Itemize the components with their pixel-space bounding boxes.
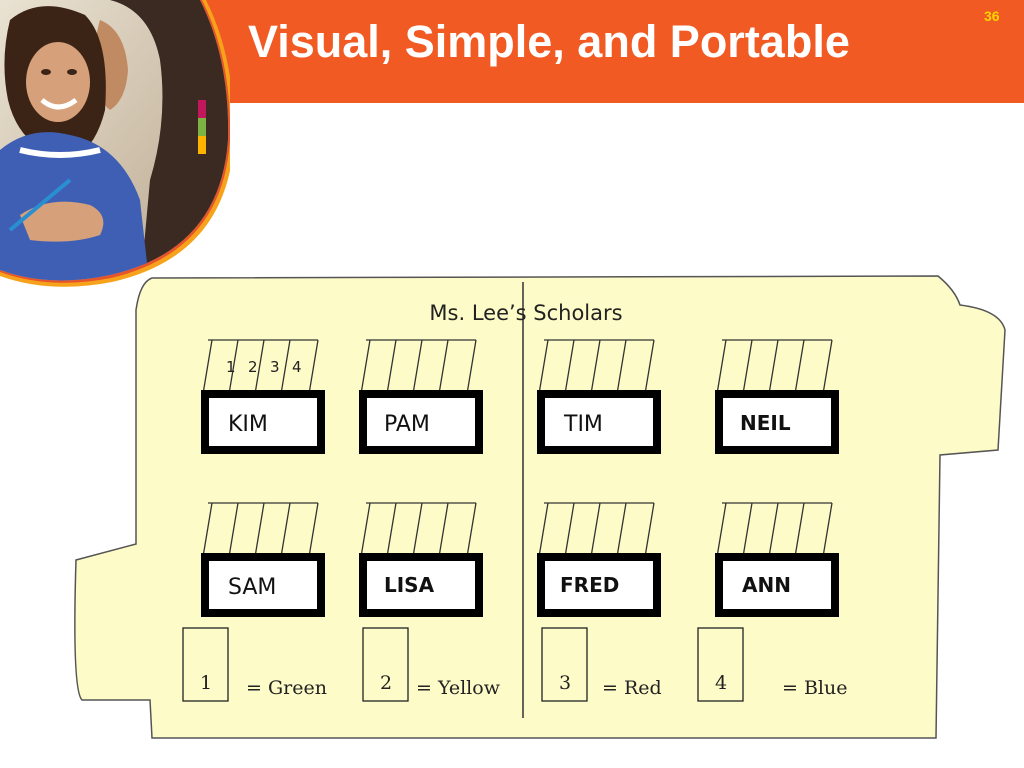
student-name: LISA [384, 573, 435, 597]
student-card-kim: 1 2 3 4 KIM [201, 339, 325, 454]
legend-number: 4 [715, 672, 727, 694]
legend-label: = Green [246, 677, 327, 699]
pocket-number-4: 4 [292, 358, 302, 376]
legend-number: 1 [200, 672, 212, 694]
student-name: FRED [560, 573, 619, 597]
legend-number: 3 [559, 672, 571, 694]
student-card-fred: FRED [537, 502, 661, 617]
student-card-neil: NEIL [715, 339, 839, 454]
legend-label: = Red [602, 677, 662, 699]
student-name: SAM [228, 575, 276, 600]
student-name: PAM [384, 412, 430, 437]
slide-title: Visual, Simple, and Portable [248, 16, 850, 67]
student-card-ann: ANN [715, 502, 839, 617]
students-photo [0, 0, 230, 287]
legend-item-green: 1 = Green [182, 627, 327, 702]
student-card-lisa: LISA [359, 502, 483, 617]
legend-item-blue: 4 = Blue [697, 627, 847, 702]
pocket-number-1: 1 [226, 358, 236, 376]
legend-number: 2 [380, 672, 392, 694]
slide-number: 36 [984, 8, 1000, 24]
student-card-tim: TIM [537, 339, 661, 454]
student-name: KIM [228, 412, 268, 437]
legend-label: = Yellow [416, 677, 501, 699]
legend-label: = Blue [782, 677, 847, 699]
legend-item-yellow: 2 = Yellow [362, 627, 501, 702]
student-name: NEIL [740, 411, 791, 435]
pocket-number-2: 2 [248, 358, 258, 376]
legend-item-red: 3 = Red [541, 627, 662, 702]
student-card-sam: SAM [201, 502, 325, 617]
student-name: TIM [563, 412, 603, 437]
student-name: ANN [742, 573, 791, 597]
student-card-pam: PAM [359, 339, 483, 454]
chart-title: Ms. Lee’s Scholars [429, 301, 622, 325]
pocket-number-3: 3 [270, 358, 280, 376]
folder-shape [74, 275, 1006, 739]
